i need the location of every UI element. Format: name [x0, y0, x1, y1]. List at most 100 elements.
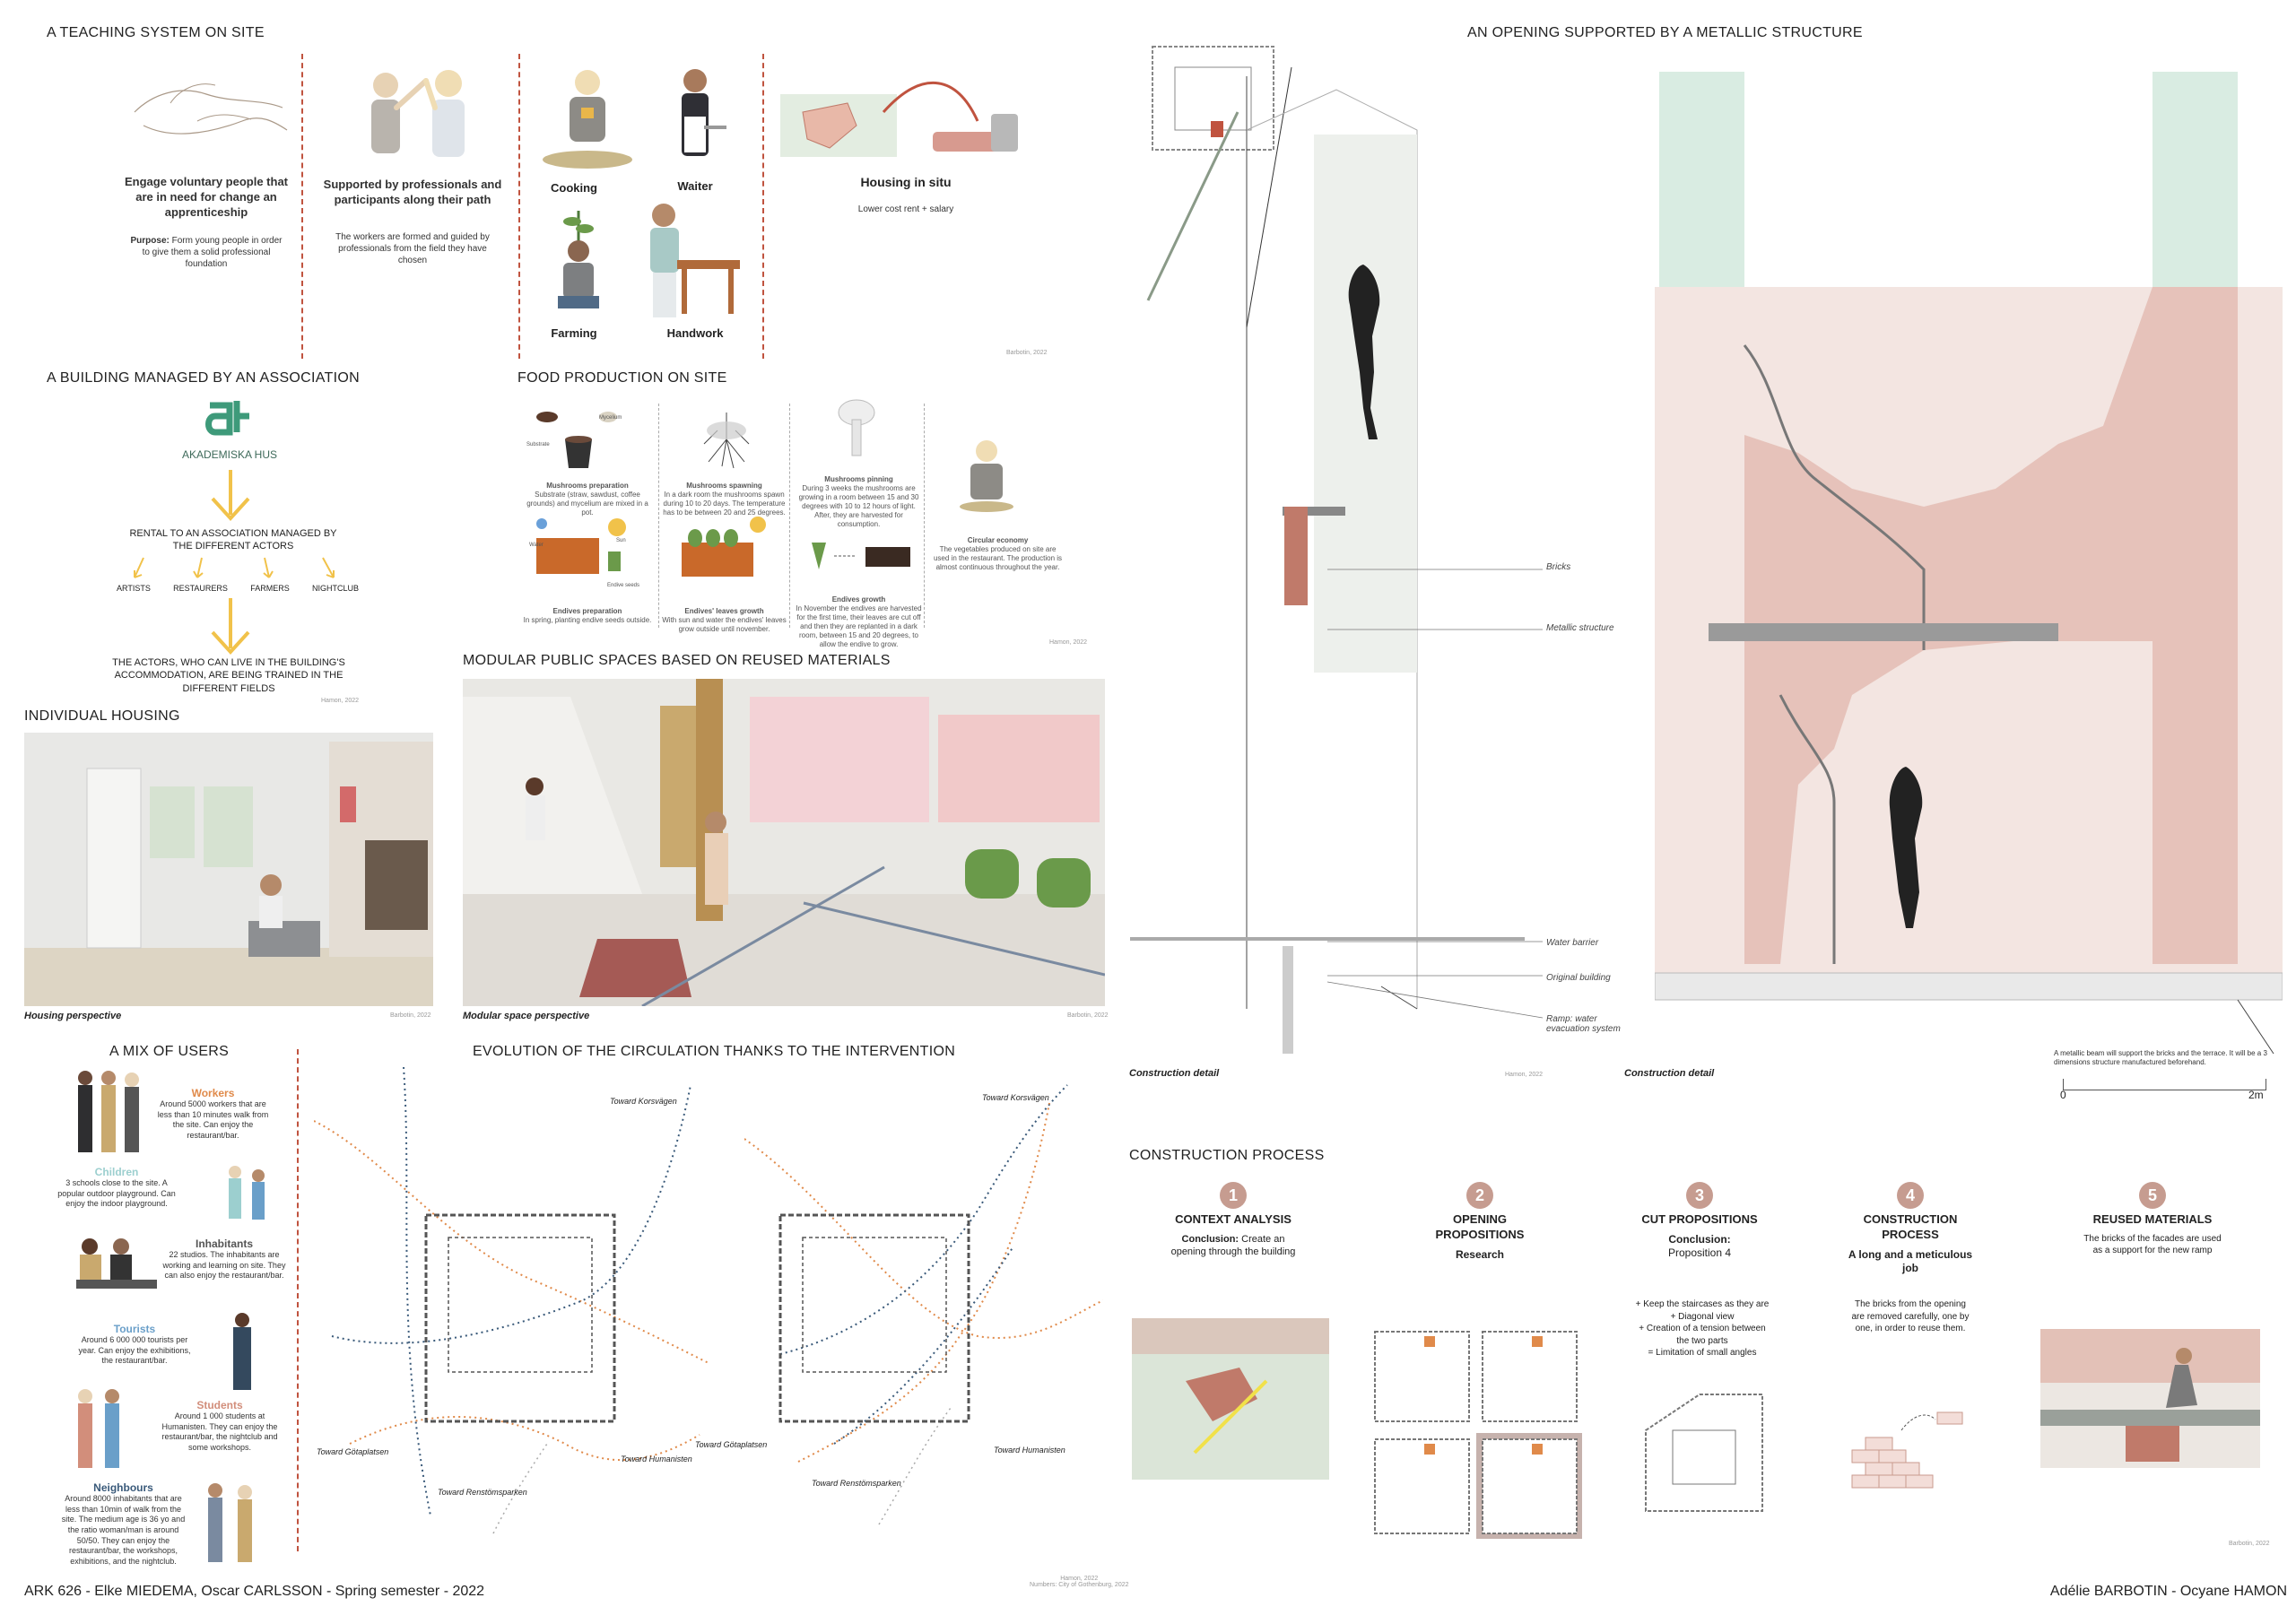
map-label: Toward Humanisten: [994, 1446, 1065, 1455]
modular-space-perspective-image: [463, 679, 1105, 1006]
teaching-col2-title: Supported by professionals and participa…: [323, 178, 502, 206]
credit: Hamon, 2022: [1049, 639, 1088, 646]
food-small-label: Endive seeds: [607, 583, 640, 588]
leader-lines: [1327, 569, 1543, 1019]
construction-detail-right: [1655, 67, 2283, 1055]
opening-title: AN OPENING SUPPORTED BY A METALLIC STRUC…: [1467, 25, 1863, 40]
divider: [789, 404, 790, 628]
section-label: Ramp: water evacuation system: [1546, 1014, 1621, 1034]
process-step: 5 REUSED MATERIALS The bricks of the fac…: [2081, 1182, 2224, 1256]
divider: [924, 404, 925, 628]
circulation-title: EVOLUTION OF THE CIRCULATION THANKS TO T…: [473, 1044, 956, 1059]
users-group: Neighbours Around 8000 inhabitants that …: [61, 1481, 186, 1567]
endives-planting-illustration: [536, 518, 626, 574]
section-label: Bricks: [1546, 562, 1571, 572]
bricks-text: The bricks from the opening are removed …: [1851, 1299, 1970, 1333]
reused-materials-image: [2040, 1329, 2260, 1468]
map-label: Toward Renstömsparken: [812, 1479, 901, 1488]
step-number: 1: [1220, 1182, 1247, 1209]
actor-label: ARTISTS: [117, 584, 151, 593]
endives-growth-illustration: [812, 543, 910, 569]
teaching-col2-text: The workers are formed and guided by pro…: [335, 232, 490, 265]
food-small-label: Substrate: [526, 442, 550, 447]
waiter-illustration: [682, 69, 726, 156]
credit: Barbotin, 2022: [1006, 350, 1048, 356]
scale-end: 2m: [2248, 1089, 2264, 1101]
users-group: Workers Around 5000 workers that are les…: [157, 1087, 269, 1141]
users-group: Students Around 1 000 students at Humani…: [161, 1399, 278, 1453]
handwork-illustration: [650, 204, 740, 317]
hands-illustration: [134, 83, 288, 135]
rental-text: RENTAL TO AN ASSOCIATION MANAGED BY THE …: [129, 528, 337, 552]
detail-caption-right: Construction detail: [1624, 1068, 1715, 1079]
credit: Barbotin, 2022: [390, 1012, 431, 1019]
workers-illustration: [78, 1071, 139, 1152]
credit: Hamon, 2022: [321, 698, 360, 704]
teaching-col1-title: Engage voluntary people that are in need…: [124, 175, 289, 219]
map-label: Toward Korsvägen: [610, 1097, 677, 1106]
food-small-label: Water: [529, 543, 544, 548]
role-cooking: Cooking: [551, 181, 597, 195]
arrow-down-icon: [211, 598, 250, 655]
housing-in-situ-illustration: [780, 81, 1018, 157]
neighbours-illustration: [208, 1483, 252, 1562]
food-small-label: Sun: [616, 538, 626, 543]
divider: [297, 1049, 299, 1551]
step-number: 3: [1686, 1182, 1713, 1209]
users-title: A MIX OF USERS: [109, 1044, 230, 1059]
modular-title: MODULAR PUBLIC SPACES BASED ON REUSED MA…: [463, 653, 891, 668]
cut-list: + Keep the staircases as they are + Diag…: [1635, 1299, 1770, 1358]
housing-in-situ-title: Housing in situ: [860, 175, 952, 189]
cut-proposition-plan: [1645, 1394, 1763, 1512]
housing-in-situ-text: Lower cost rent + salary: [857, 204, 954, 214]
map-label: Toward Renstömsparken: [438, 1488, 527, 1497]
divider: [301, 54, 303, 359]
actors-arrows: [134, 557, 335, 578]
divider: [518, 54, 520, 359]
association-conclusion: THE ACTORS, WHO CAN LIVE IN THE BUILDING…: [112, 657, 345, 694]
process-step: 4 CONSTRUCTION PROCESS A long and a meti…: [1843, 1182, 1978, 1276]
process-title: CONSTRUCTION PROCESS: [1129, 1148, 1325, 1163]
credit: Barbotin, 2022: [1067, 1012, 1109, 1019]
arrow-down-icon: [211, 470, 250, 521]
opening-propositions-image: [1374, 1331, 1582, 1539]
credit: Hamon, 2022 Numbers: City of Gothenburg,…: [1030, 1576, 1129, 1588]
process-step: 3 CUT PROPOSITIONS Conclusion: Propositi…: [1632, 1182, 1767, 1261]
users-group: Inhabitants 22 studios. The inhabitants …: [162, 1238, 286, 1281]
role-handwork: Handwork: [666, 326, 724, 340]
inhabitants-illustration: [76, 1238, 157, 1289]
mushroom-pot-illustration: [536, 412, 617, 468]
circulation-map-before: [314, 1067, 709, 1534]
map-label: Toward Korsvägen: [982, 1093, 1049, 1102]
actors-row: ARTISTS RESTAURERS FARMERS NIGHTCLUB: [117, 584, 359, 593]
credit: Hamon, 2022: [1505, 1072, 1544, 1078]
scale-start: 0: [2060, 1089, 2066, 1101]
step-number: 4: [1897, 1182, 1924, 1209]
professionals-illustration: [371, 70, 465, 157]
food-title: FOOD PRODUCTION ON SITE: [517, 370, 727, 386]
circular-economy-illustration: [960, 440, 1013, 512]
mushroom-pinning-illustration: [838, 399, 875, 456]
teaching-col1-purpose: Purpose: Form young people in order to g…: [130, 236, 283, 269]
association-title: A BUILDING MANAGED BY AN ASSOCIATION: [47, 370, 360, 386]
process-step: 2 OPENING PROPOSITIONS Research: [1408, 1182, 1552, 1262]
section-label: Metallic structure: [1546, 623, 1614, 633]
divider: [658, 404, 659, 628]
logo-text: AKADEMISKA HUS: [181, 448, 278, 461]
process-step: 1 CONTEXT ANALYSIS Conclusion: Create an…: [1166, 1182, 1300, 1258]
role-waiter: Waiter: [677, 179, 713, 193]
farming-illustration: [558, 211, 599, 308]
map-label: Toward Götaplatsen: [317, 1447, 389, 1456]
actor-label: FARMERS: [250, 584, 290, 593]
credit: Barbotin, 2022: [2229, 1541, 2270, 1547]
divider: [762, 54, 764, 359]
detail-caption-left: Construction detail: [1129, 1068, 1220, 1079]
cooking-illustration: [543, 70, 632, 169]
housing-perspective-image: [24, 733, 433, 1006]
